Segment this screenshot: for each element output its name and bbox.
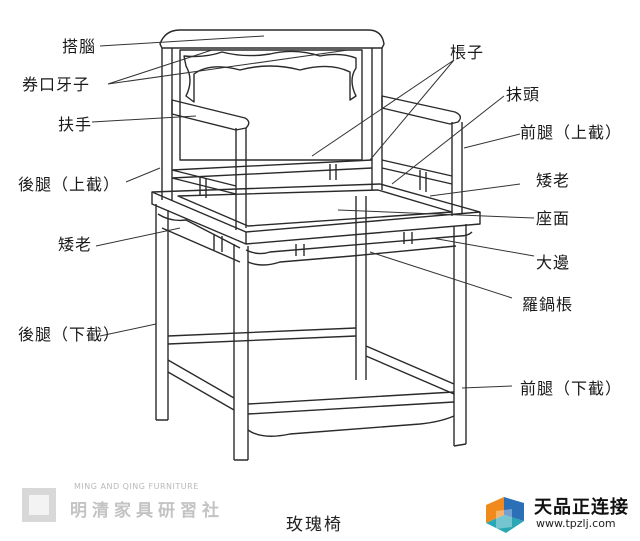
arm-rail-back bbox=[171, 159, 373, 179]
seat-inner bbox=[177, 189, 453, 227]
label-qiantui-lower: 前腿（下截） bbox=[520, 379, 623, 398]
label-motou: 抹頭 bbox=[506, 85, 541, 104]
stretcher-side-right bbox=[365, 345, 455, 395]
brand-name: 天品正连接 bbox=[534, 497, 629, 518]
stretcher-front bbox=[247, 391, 455, 415]
leader-zuomian bbox=[337, 209, 535, 219]
label-houtui-lower: 後腿（下截） bbox=[18, 325, 121, 344]
back-post-left bbox=[161, 48, 173, 200]
leader-aitao-right bbox=[429, 183, 521, 197]
watermark-logo-icon bbox=[22, 488, 56, 522]
brand-cube-icon bbox=[486, 497, 524, 533]
brand-url: www.tpzlj.com bbox=[536, 517, 616, 530]
label-fushou: 扶手 bbox=[58, 115, 93, 134]
leader-aitao-left bbox=[95, 227, 181, 247]
figure-caption: 玫瑰椅 bbox=[286, 515, 343, 535]
label-aitao-left: 矮老 bbox=[58, 235, 93, 254]
label-aitao-right: 矮老 bbox=[536, 171, 571, 190]
leader-luoguocheng bbox=[369, 251, 513, 299]
label-zuomian: 座面 bbox=[536, 209, 571, 228]
label-qiantui-upper: 前腿（上截） bbox=[520, 123, 623, 142]
stretcher-back bbox=[167, 327, 357, 345]
leader-dabian bbox=[431, 237, 535, 257]
back-post-right bbox=[371, 48, 383, 190]
leader-chengzi bbox=[311, 59, 455, 161]
spandrel bbox=[183, 50, 357, 103]
top-rail bbox=[159, 29, 385, 49]
back-leg-left-lower bbox=[155, 204, 169, 421]
label-luoguocheng: 羅鍋棖 bbox=[522, 295, 574, 314]
armrest-left bbox=[171, 99, 250, 131]
leader-qiantui-lower bbox=[461, 385, 513, 389]
apron-short-posts bbox=[213, 232, 413, 256]
label-quankou: 券口牙子 bbox=[22, 75, 91, 94]
label-chengzi: 棖子 bbox=[450, 43, 485, 62]
front-leg-right-lower bbox=[453, 224, 467, 447]
watermark: MING AND QING FURNITURE 明清家具研習社 bbox=[22, 482, 227, 526]
watermark-en: MING AND QING FURNITURE bbox=[74, 482, 199, 491]
brand-logo: 天品正连接 www.tpzlj.com bbox=[482, 489, 640, 541]
label-dana: 搭腦 bbox=[62, 37, 97, 56]
apron-side bbox=[157, 213, 241, 263]
arm-short-posts bbox=[199, 164, 427, 198]
label-houtui-upper: 後腿（上截） bbox=[18, 175, 121, 194]
back-leg-right-lower bbox=[355, 196, 367, 380]
leader-houtui-upper bbox=[125, 167, 161, 183]
front-post-left-upper bbox=[235, 128, 247, 230]
arm-rail-right bbox=[381, 159, 453, 185]
leader-fushou bbox=[91, 115, 197, 123]
watermark-cn: 明清家具研習社 bbox=[70, 501, 224, 521]
apron-front bbox=[245, 231, 473, 266]
stretcher-side-left bbox=[167, 359, 235, 411]
front-leg-left-lower bbox=[233, 244, 249, 461]
leader-motou bbox=[391, 95, 505, 185]
front-apron-bottom bbox=[247, 415, 455, 437]
leader-quankou bbox=[107, 49, 349, 85]
arm-rail-left bbox=[171, 169, 237, 195]
leader-qiantui-upper bbox=[463, 133, 521, 149]
leader-dana bbox=[99, 35, 265, 47]
front-post-right-upper bbox=[451, 122, 463, 216]
label-dabian: 大邊 bbox=[536, 253, 571, 272]
seat-frame-edge bbox=[151, 192, 481, 245]
leader-houtui-lower bbox=[99, 323, 157, 337]
